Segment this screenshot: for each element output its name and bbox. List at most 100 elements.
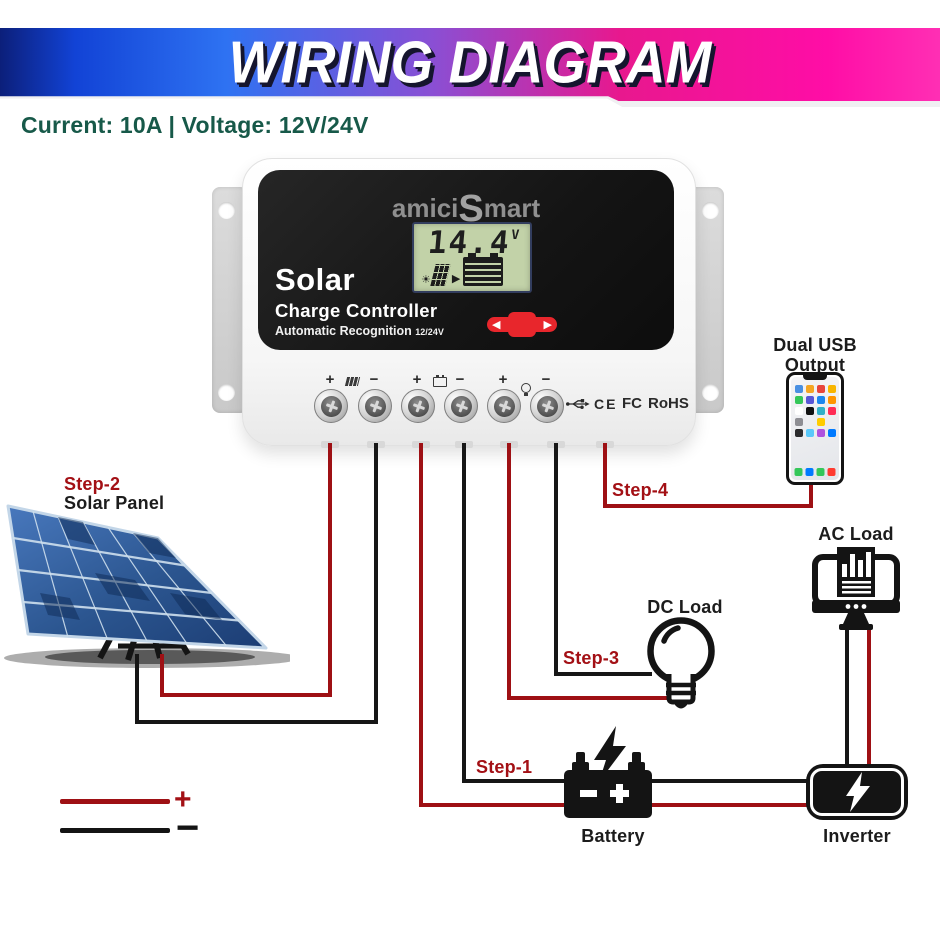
step-3-label: Step-3 <box>563 648 620 668</box>
wire-load-positive <box>507 696 670 700</box>
product-subtitle: Charge Controller <box>275 300 438 321</box>
wire-pv-positive <box>328 443 332 697</box>
screw-hole <box>702 384 719 401</box>
phone-notch <box>803 375 827 380</box>
wire-usb <box>603 504 813 508</box>
battery-image <box>564 726 652 818</box>
phone-dock <box>794 468 836 476</box>
smartphone <box>786 372 844 485</box>
wire-ac-negative <box>845 630 849 770</box>
ac-load-label: AC Load <box>818 524 894 544</box>
brand-prefix: amici <box>391 193 459 223</box>
brand-logo: amiciSmart <box>258 188 674 231</box>
fcc-mark: FC <box>622 395 642 412</box>
wire-battery-negative <box>462 443 466 783</box>
phone-app-icon <box>794 407 803 415</box>
product-tagline: Automatic Recognition 12/24V <box>275 324 444 338</box>
lcd-status-icons: ☀ ▶ <box>421 253 504 286</box>
solar-panel-label: Solar Panel <box>64 493 165 513</box>
phone-app-icon <box>805 407 814 415</box>
select-button[interactable]: ◀ ▶ <box>487 312 557 337</box>
ac-load-icon <box>812 547 900 630</box>
wire-pv-negative <box>374 443 378 724</box>
sun-icon: ☀ <box>421 274 431 286</box>
phone-dock-icon <box>827 468 836 476</box>
dual-usb-label: Dual USB Output <box>773 335 857 375</box>
arrow-right-icon: ▶ <box>451 273 461 285</box>
terminal-batt-plus[interactable] <box>401 389 435 423</box>
phone-app-icon <box>794 418 803 426</box>
lcd-voltage-unit: V <box>510 228 520 243</box>
phone-app-icon <box>816 385 825 393</box>
terminal-batt-minus[interactable] <box>444 389 478 423</box>
terminal-load-plus[interactable] <box>487 389 521 423</box>
dc-load-bulb-icon <box>647 617 715 709</box>
inverter-image <box>806 764 908 820</box>
solar-panel-image <box>4 504 290 668</box>
terminal-load-minus[interactable] <box>530 389 564 423</box>
terminal-label-batt-plus: + <box>412 371 422 388</box>
dc-load-label: DC Load <box>647 597 723 617</box>
spec-heading: Current: 10A | Voltage: 12V/24V <box>21 112 369 138</box>
brand-suffix: mart <box>483 193 541 223</box>
phone-app-icon <box>816 407 825 415</box>
arrow-left-icon: ◀ <box>492 318 501 331</box>
phone-app-icon <box>805 385 814 393</box>
page-title: WIRING DIAGRAM <box>228 28 712 96</box>
battery-icon <box>463 253 504 286</box>
lightning-bolt-icon <box>846 772 870 812</box>
wire-ac-positive <box>867 630 871 770</box>
legend-minus-symbol: − <box>176 806 200 850</box>
solar-panel-icon <box>344 377 361 386</box>
rohs-mark: RoHS <box>648 395 689 412</box>
wire-load-negative <box>554 672 652 676</box>
phone-app-icon <box>827 396 836 404</box>
screw-hole <box>218 384 235 401</box>
usb-icon <box>566 399 590 409</box>
wire-load-negative <box>554 443 558 676</box>
legend-negative-line <box>60 828 170 833</box>
terminal-label-pv-plus: + <box>325 371 335 388</box>
phone-app-icon <box>805 429 814 437</box>
phone-dock-icon <box>805 468 814 476</box>
wire-load-positive <box>507 443 511 700</box>
wire-usb <box>603 443 607 508</box>
phone-app-grid <box>791 377 839 437</box>
arrow-right-icon: ▶ <box>543 318 552 331</box>
terminal-pv-minus[interactable] <box>358 389 392 423</box>
phone-app-icon <box>827 385 836 393</box>
phone-app-icon <box>805 396 814 404</box>
screw-hole <box>702 202 719 219</box>
step-1-label: Step-1 <box>476 757 533 777</box>
lcd-display: 14.4V ☀ ▶ <box>412 222 532 293</box>
battery-label: Battery <box>581 826 645 846</box>
inverter-label: Inverter <box>823 826 891 846</box>
terminal-label-batt-minus: − <box>455 371 465 388</box>
product-title: Solar <box>275 262 356 297</box>
phone-app-icon <box>816 429 825 437</box>
phone-app-icon <box>794 396 803 404</box>
banner: WIRING DIAGRAM <box>0 28 940 101</box>
wire-pv-negative <box>135 720 378 724</box>
solar-panel-icon <box>430 264 451 286</box>
terminal-label-load-plus: + <box>498 371 508 388</box>
phone-app-icon <box>794 429 803 437</box>
phone-dock-icon <box>794 468 803 476</box>
wire-pv-negative <box>135 654 139 724</box>
phone-app-icon <box>816 418 825 426</box>
phone-dock-icon <box>816 468 825 476</box>
legend-positive-line <box>60 799 170 804</box>
ce-mark: CE <box>594 396 618 412</box>
phone-app-icon <box>816 396 825 404</box>
tagline-voltage: 12/24V <box>415 327 444 337</box>
phone-app-icon <box>827 407 836 415</box>
wire-battery-positive <box>419 443 423 807</box>
phone-screen <box>791 377 839 480</box>
wire-usb <box>809 484 813 508</box>
wire-pv-positive <box>160 693 332 697</box>
battery-icon <box>433 374 447 387</box>
terminal-label-load-minus: − <box>541 371 551 388</box>
terminal-pv-plus[interactable] <box>314 389 348 423</box>
terminal-label-pv-minus: − <box>369 371 379 388</box>
